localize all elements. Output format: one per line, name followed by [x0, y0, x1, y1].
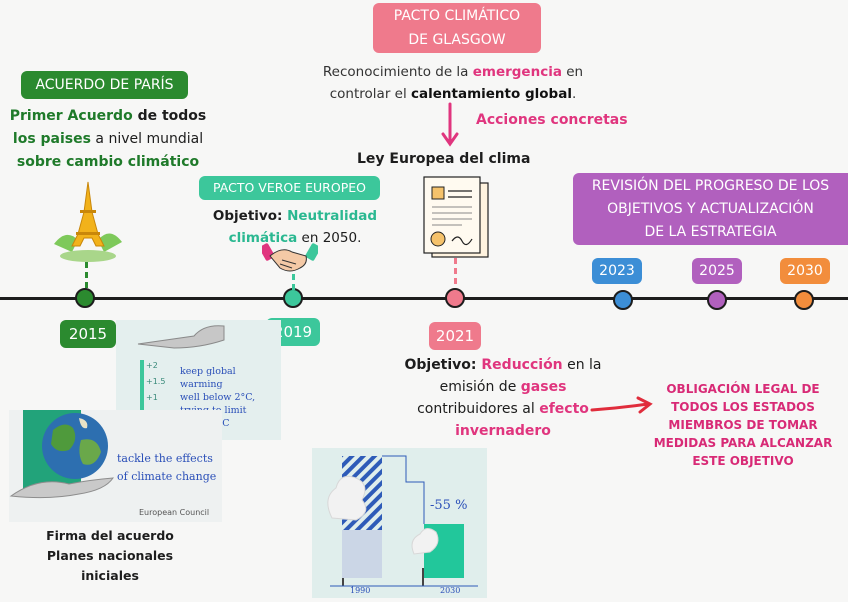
- timeline-line: [0, 297, 848, 300]
- review-title: REVISIÓN DEL PROGRESO DE LOS OBJETIVOS Y…: [573, 173, 848, 245]
- green-deal-title: PACTO VEROE EUROPEO: [199, 176, 380, 200]
- paris-desc-hl1: Primer Acuerdo: [9, 108, 133, 124]
- year-badge-2021: 2021: [429, 322, 481, 350]
- signing-caption: Firma del acuerdo Planes nacionales inic…: [20, 526, 200, 586]
- green-deal-description: Objetivo: Neutralidad climática en 2050.: [200, 205, 390, 249]
- green-deal-obj-hl: Neutralidad: [287, 208, 378, 224]
- earth-panel: tackle the effects of climate change Eur…: [9, 410, 222, 522]
- thermometer-bar: [140, 360, 144, 434]
- objective-rest: en la: [562, 357, 602, 373]
- legal-line4: MEDIDAS PARA ALCANZAR: [653, 436, 833, 450]
- emissions-chart: [327, 455, 478, 587]
- legal-line5: ESTE OBJETIVO: [692, 454, 794, 468]
- legal-line2: TODOS LOS ESTADOS: [671, 400, 815, 414]
- legal-line1: OBLIGACIÓN LEGAL DE: [666, 382, 820, 396]
- glasgow-title-line2: DE GLASGOW: [408, 32, 506, 48]
- glasgow-description: Reconocimiento de la emergencia en contr…: [300, 61, 606, 105]
- glasgow-line2-hl: calentamiento global: [411, 86, 572, 102]
- review-title-line3: DE LA ESTRATEGIA: [644, 224, 777, 240]
- emissions-x-1990: 1990: [350, 586, 371, 595]
- connector-2019: [292, 264, 295, 290]
- legal-obligation-text: OBLIGACIÓN LEGAL DE TODOS LOS ESTADOS MI…: [650, 380, 836, 470]
- objective-l2-a: emisión de: [439, 379, 521, 395]
- connector-2015: [85, 262, 88, 288]
- green-deal-obj-label: Objetivo:: [212, 208, 288, 224]
- review-title-line1: REVISIÓN DEL PROGRESO DE LOS: [591, 178, 830, 194]
- actions-label: Acciones concretas: [476, 112, 628, 128]
- warming-note-1: keep global warming: [180, 366, 236, 390]
- glasgow-line1-a: Reconocimiento de la: [322, 64, 473, 80]
- year-badge-2030: 2030: [780, 258, 830, 284]
- emissions-x-2030: 2030: [440, 586, 461, 595]
- right-arrow-icon: [590, 396, 653, 414]
- objective-l3-a: contribuidores al: [417, 401, 540, 417]
- handshake-icon: [262, 243, 318, 272]
- glasgow-line2-b: .: [571, 86, 577, 102]
- year-badge-2023: 2023: [592, 258, 642, 284]
- tick-1: +1: [146, 393, 158, 402]
- year-badge-2015: 2015: [60, 320, 116, 348]
- review-title-line2: OBJETIVOS Y ACTUALIZACIÓN: [607, 201, 814, 217]
- hand-icon: [137, 325, 225, 349]
- year-badge-2025: 2025: [692, 258, 742, 284]
- earth-caption-2: of climate change: [117, 470, 217, 483]
- legal-document-icon: [423, 176, 489, 258]
- paris-desc-rest1: de todos: [132, 108, 207, 124]
- tick-2: +2: [146, 361, 158, 370]
- glasgow-line1-b: en: [561, 64, 584, 80]
- glasgow-line2-a: controlar el: [329, 86, 412, 102]
- climate-law-label: Ley Europea del clima: [357, 151, 531, 167]
- timeline-dot-2019: [283, 288, 303, 308]
- signing-line2: Planes nacionales iniciales: [46, 548, 174, 583]
- paris-desc-rest2: a nivel mundial: [90, 131, 204, 147]
- objective-hl: Reducción: [481, 357, 563, 373]
- down-arrow-icon: [441, 102, 459, 147]
- green-deal-line2-hl: climática: [228, 230, 298, 246]
- emissions-percent: -55 %: [430, 498, 468, 513]
- signing-line1: Firma del acuerdo: [46, 528, 174, 543]
- timeline-dot-2025: [707, 290, 727, 310]
- glasgow-title: PACTO CLIMÁTICO DE GLASGOW: [373, 3, 541, 53]
- earth-caption-1: tackle the effects: [117, 452, 213, 465]
- objective-l2-hl: gases: [520, 379, 567, 395]
- emissions-panel: -55 % 1990 2030: [312, 448, 487, 598]
- paris-desc-hl2: los paises: [12, 131, 91, 147]
- timeline-dot-2030: [794, 290, 814, 310]
- paris-title: ACUERDO DE PARÍS: [21, 71, 188, 99]
- earth-globe-icon: [42, 413, 108, 479]
- glasgow-line1-hl: emergencia: [472, 64, 562, 80]
- glasgow-title-line1: PACTO CLIMÁTICO: [393, 8, 521, 24]
- glasgow-objective: Objetivo: Reducción en la emisión de gas…: [378, 354, 628, 442]
- connector-2021: [454, 258, 457, 284]
- objective-l3-hl: efecto: [539, 401, 589, 417]
- warming-note-2: well below 2°C,: [180, 392, 256, 403]
- tick-1-5: +1.5: [146, 377, 166, 386]
- open-hand-icon: [9, 477, 114, 499]
- objective-label: Objetivo:: [404, 357, 482, 373]
- objective-l4-hl: invernadero: [455, 423, 551, 439]
- green-deal-line2-rest: en 2050.: [297, 230, 362, 246]
- legal-line3: MIEMBROS DE TOMAR: [668, 418, 818, 432]
- earth-credit: European Council: [139, 508, 210, 517]
- earth-caption: tackle the effects of climate change: [117, 450, 216, 486]
- paris-description: Primer Acuerdo de todos los paises a niv…: [4, 105, 212, 174]
- timeline-dot-2015: [75, 288, 95, 308]
- timeline-dot-2021: [445, 288, 465, 308]
- timeline-dot-2023: [613, 290, 633, 310]
- paris-desc-line3: sobre cambio climático: [16, 154, 200, 170]
- eiffel-tower-icon: [54, 181, 122, 262]
